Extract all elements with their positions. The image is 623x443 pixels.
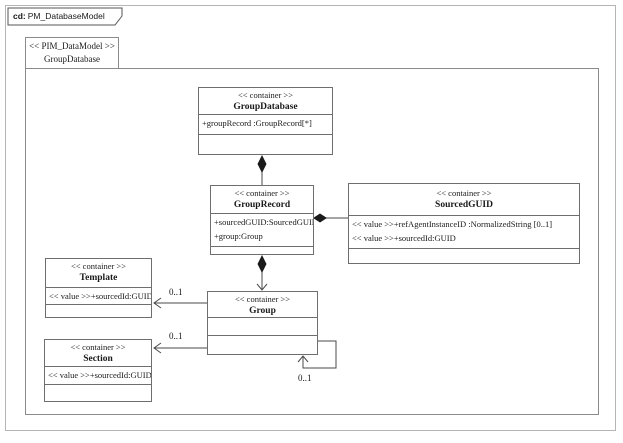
class-name: Template bbox=[79, 273, 118, 283]
operations-compartment bbox=[199, 134, 332, 154]
multiplicity-label: 0..1 bbox=[298, 373, 312, 383]
page-border bbox=[5, 5, 616, 431]
operations-compartment bbox=[46, 304, 151, 317]
operations-compartment bbox=[208, 335, 317, 354]
operations-compartment bbox=[349, 248, 579, 263]
diagram-frame bbox=[25, 68, 599, 415]
class-grouprecord: << container >> GroupRecord +sourcedGUID… bbox=[210, 185, 314, 255]
multiplicity-label: 0..1 bbox=[169, 287, 183, 297]
class-group: << container >> Group bbox=[207, 291, 318, 355]
class-stereotype: << container >> bbox=[70, 261, 127, 271]
class-attribute: +group:Group bbox=[214, 231, 263, 241]
class-groupdatabase: << container >> GroupDatabase +groupReco… bbox=[198, 87, 333, 155]
class-name: Group bbox=[249, 306, 276, 316]
class-attribute: +sourcedGUID:SourcedGUID bbox=[214, 217, 313, 227]
class-stereotype: << container >> bbox=[436, 188, 492, 198]
operations-compartment bbox=[45, 384, 151, 401]
class-name: SourcedGUID bbox=[435, 200, 493, 210]
class-section: << container >> Section << value >>+sour… bbox=[44, 339, 152, 402]
class-stereotype: << container >> bbox=[234, 188, 290, 198]
class-attribute: +groupRecord :GroupRecord[*] bbox=[202, 118, 312, 128]
multiplicity-label: 0..1 bbox=[169, 331, 183, 341]
diagram-tab-prefix: cd: bbox=[13, 11, 26, 21]
operations-compartment bbox=[211, 246, 313, 254]
class-stereotype: << container >> bbox=[234, 294, 291, 304]
class-stereotype: << container >> bbox=[237, 90, 294, 100]
frame-label: << PIM_DataModel >> GroupDatabase bbox=[25, 37, 119, 69]
attributes-compartment bbox=[208, 317, 317, 335]
diagram-tab: cd:PM_DatabaseModel bbox=[13, 11, 105, 21]
class-template: << container >> Template << value >>+sou… bbox=[45, 258, 152, 318]
frame-name: GroupDatabase bbox=[44, 54, 100, 64]
diagram-tab-title: PM_DatabaseModel bbox=[27, 11, 105, 21]
class-name: GroupRecord bbox=[233, 200, 291, 210]
class-attribute: << value >>+refAgentInstanceID :Normaliz… bbox=[352, 219, 553, 229]
class-attribute: << value >>+sourcedId:GUID bbox=[352, 233, 456, 243]
class-attribute: << value >>+sourcedId:GUID bbox=[48, 370, 151, 380]
class-name: Section bbox=[83, 354, 113, 364]
class-stereotype: << container >> bbox=[70, 342, 126, 352]
class-name: GroupDatabase bbox=[233, 102, 298, 112]
class-attribute: << value >>+sourcedId:GUID bbox=[49, 291, 151, 301]
frame-stereotype: << PIM_DataModel >> bbox=[29, 41, 115, 51]
class-sourcedguid: << container >> SourcedGUID << value >>+… bbox=[348, 183, 580, 264]
